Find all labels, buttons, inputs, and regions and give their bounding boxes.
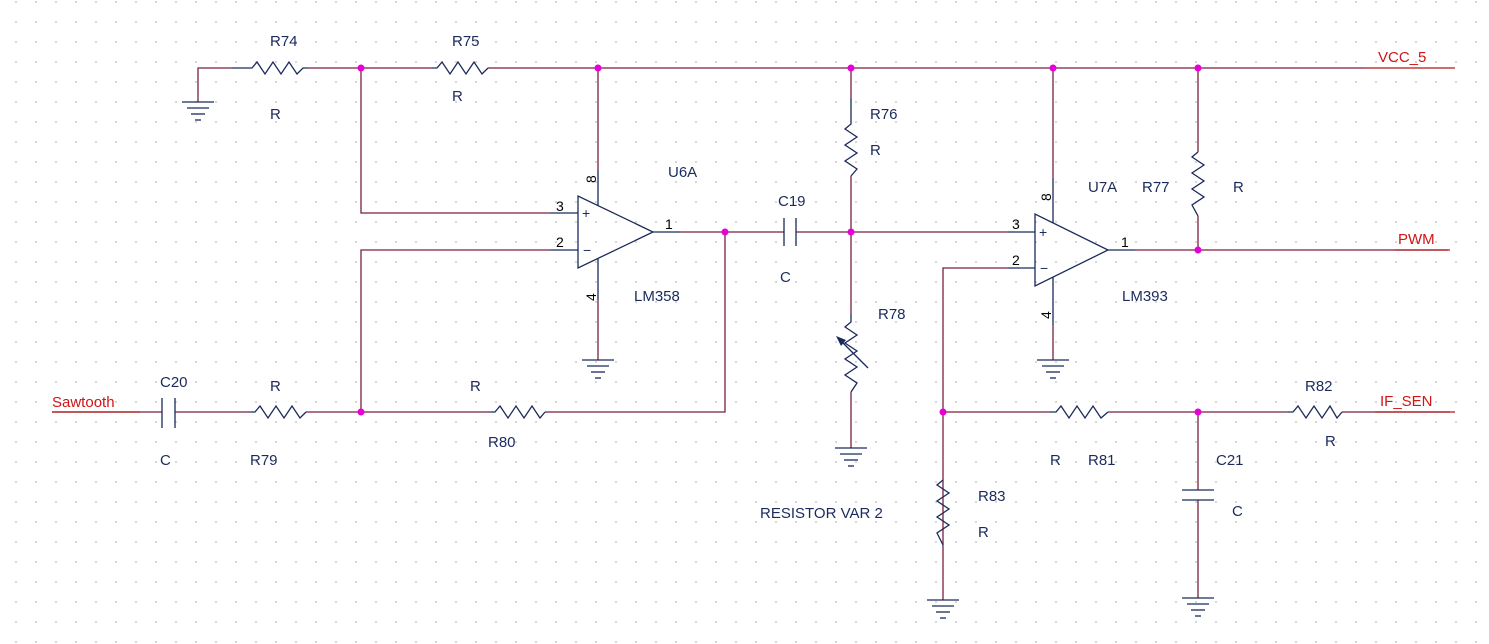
junction-dot: [1194, 64, 1202, 72]
u6a-pin-8: 8: [583, 175, 599, 183]
junction-dot: [1049, 64, 1057, 72]
ground-symbol-u6a: [582, 359, 614, 379]
c19-value: C: [780, 269, 791, 286]
u7a-pin-1: 1: [1121, 234, 1129, 250]
r80-value: R: [470, 378, 481, 395]
u6a-minus-sign: −: [583, 242, 591, 258]
c20-value: C: [160, 452, 171, 469]
wire-u7a-minus-in: [942, 267, 1008, 600]
r79-value: R: [270, 378, 281, 395]
capacitor-c21: [1182, 489, 1214, 501]
ground-symbol-r83: [927, 599, 959, 619]
u7a-ref: U7A: [1088, 179, 1117, 196]
r75-value: R: [452, 88, 463, 105]
opamp-u7a: [1008, 178, 1135, 325]
u6a-ref: U6A: [668, 164, 697, 181]
wire-u6a-plus-in: [360, 68, 550, 214]
r79-ref: R79: [250, 452, 278, 469]
u6a-pin-1: 1: [665, 216, 673, 232]
junction-dot: [847, 228, 855, 236]
junction-dot: [357, 64, 365, 72]
r77-value: R: [1233, 179, 1244, 196]
r76-ref: R76: [870, 106, 898, 123]
junctions: [357, 64, 1202, 416]
junction-dot: [847, 64, 855, 72]
r76-value: R: [870, 142, 881, 159]
resistor-r83: [935, 479, 951, 546]
capacitor-c19: [783, 218, 797, 246]
ground-symbol-r78: [835, 447, 867, 467]
junction-dot: [357, 408, 365, 416]
wire-u6a-minus-in: [360, 249, 550, 412]
opamp-u6a: [550, 170, 680, 300]
resistor-var-r78: [836, 314, 869, 393]
u6a-value: LM358: [634, 288, 680, 305]
net-label-pwm: PWM: [1398, 231, 1435, 248]
c19-ref: C19: [778, 193, 806, 210]
r78-ref: R78: [878, 306, 906, 323]
r77-ref: R77: [1142, 179, 1170, 196]
wire-feedback: [545, 232, 726, 413]
resistor-r82: [1288, 404, 1343, 420]
r81-value: R: [1050, 452, 1061, 469]
resistor-r75: [432, 60, 489, 76]
r75-ref: R75: [452, 33, 480, 50]
r80-ref: R80: [488, 434, 516, 451]
r78-value: RESISTOR VAR 2: [760, 505, 883, 522]
r74-value: R: [270, 106, 281, 123]
net-label-vcc: VCC_5: [1378, 49, 1426, 66]
ground-symbol-r74: [182, 101, 214, 121]
c21-value: C: [1232, 503, 1243, 520]
ground-symbol-c21: [1182, 597, 1214, 617]
u7a-pin-3: 3: [1012, 216, 1020, 232]
u6a-pin-4: 4: [583, 293, 599, 301]
junction-dot: [939, 408, 947, 416]
r81-ref: R81: [1088, 452, 1116, 469]
c20-ref: C20: [160, 374, 188, 391]
junction-dot: [721, 228, 729, 236]
r83-ref: R83: [978, 488, 1006, 505]
junction-dot: [594, 64, 602, 72]
junction-dot: [1194, 408, 1202, 416]
resistor-r81: [1050, 404, 1109, 420]
r83-value: R: [978, 524, 989, 541]
u7a-pin-8: 8: [1038, 193, 1054, 201]
net-label-if-sen: IF_SEN: [1380, 393, 1433, 410]
r74-ref: R74: [270, 33, 298, 50]
u6a-pin-2: 2: [556, 234, 564, 250]
u7a-pin-2: 2: [1012, 252, 1020, 268]
capacitor-c20: [161, 398, 176, 428]
u7a-value: LM393: [1122, 288, 1168, 305]
u7a-pin-4: 4: [1038, 311, 1054, 319]
c21-ref: C21: [1216, 452, 1244, 469]
net-label-sawtooth: Sawtooth: [52, 394, 115, 411]
net-leads: [52, 67, 1455, 413]
r82-ref: R82: [1305, 378, 1333, 395]
resistor-r77: [1190, 151, 1206, 217]
u6a-pin-3: 3: [556, 198, 564, 214]
junction-dot: [1194, 246, 1202, 254]
u7a-minus-sign: −: [1040, 260, 1048, 276]
resistor-r74: [232, 60, 308, 76]
r82-value: R: [1325, 433, 1336, 450]
u6a-plus-sign: +: [582, 205, 590, 221]
resistor-r79: [250, 404, 307, 420]
ground-symbol-u7a: [1037, 359, 1069, 379]
u7a-plus-sign: +: [1039, 224, 1047, 240]
wire-r74-gnd: [197, 67, 232, 102]
resistor-r76: [843, 98, 859, 177]
resistor-r80: [490, 404, 546, 420]
wires: [52, 67, 1450, 600]
